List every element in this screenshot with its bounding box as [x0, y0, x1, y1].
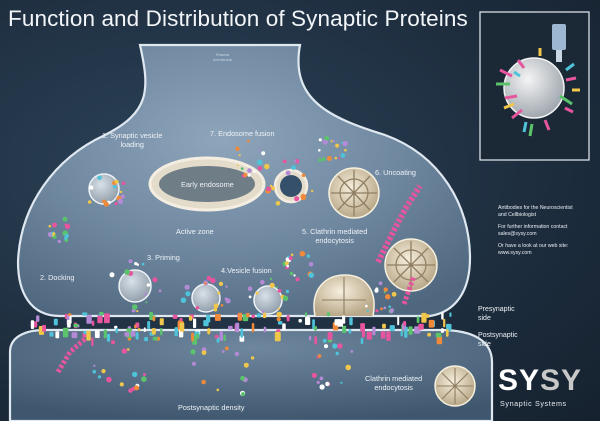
clathrin-cage-icon [328, 167, 380, 219]
endocytic-pit [313, 274, 375, 317]
post-endocytosis-label: Clathrin mediated endocytosis [365, 374, 423, 392]
step-1-label: 1. Synaptic vesicle loading [102, 131, 163, 149]
logo-tagline: Synaptic Systems [500, 399, 567, 408]
postsynaptic-side-label: Postsynaptic side [478, 332, 518, 348]
info-text-2: For further information contact sales@sy… [498, 224, 568, 237]
postsynaptic-compartment [8, 328, 494, 421]
presynaptic-side-label: Presynaptic side [478, 306, 515, 322]
docking-vesicle [118, 269, 152, 303]
logo-part-1: SY [498, 364, 541, 397]
info-text-3: Or have a look at our web site: www.sysy… [498, 243, 569, 256]
info-text-1: Antibodies for the Neuroscientist and Ce… [498, 205, 573, 218]
step-6-label: 6. Uncoating [375, 168, 416, 177]
step-2-label: 2. Docking [40, 273, 75, 282]
clathrin-cage-icon [384, 238, 438, 292]
active-zone-label: Active zone [176, 227, 214, 236]
fusion-vesicle [253, 285, 283, 315]
synaptic-vesicle-icon [496, 24, 580, 137]
step-4-label: 4.Vesicle fusion [221, 266, 272, 275]
plasma-membrane-label: Plasma membrane [213, 52, 233, 62]
dynamin-chain [375, 184, 423, 264]
step-5-label: 5. Clathrin mediated endocytosis [302, 227, 368, 245]
early-endosome-label: Early endosome [181, 180, 234, 189]
logo-part-2: SY [540, 364, 583, 397]
clathrin-cage-icon [434, 365, 476, 407]
sysy-logo: SYSY [498, 366, 582, 396]
protein-cluster [47, 136, 397, 397]
cleft-protein-band [30, 312, 452, 347]
step-7-label: 7. Endosome fusion [210, 129, 275, 138]
dynamin-chain [55, 337, 87, 374]
page-title: Function and Distribution of Synaptic Pr… [8, 6, 468, 31]
postsynaptic-density-label: Postsynaptic density [178, 403, 245, 412]
step-3-label: 3. Priming [147, 253, 180, 262]
